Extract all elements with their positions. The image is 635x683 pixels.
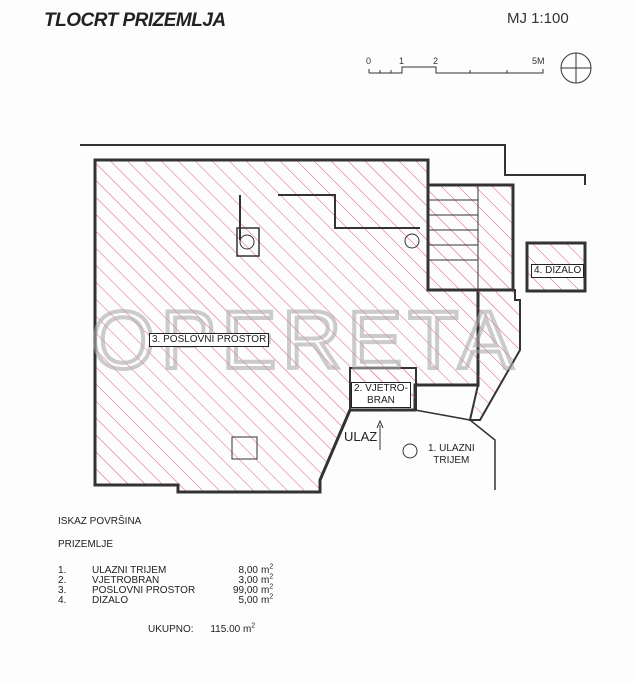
row-num: 3.: [58, 585, 67, 596]
room-label-line: 2. VJETRO-: [354, 383, 408, 394]
scale-label: MJ 1:100: [507, 10, 569, 27]
north-arrow-icon: [560, 52, 592, 84]
room-ulazni-trijem: [414, 409, 496, 490]
row-unit: m2: [261, 583, 274, 596]
area-heading: ISKAZ POVRŠINA: [58, 516, 142, 527]
room-label-line: BRAN: [367, 395, 395, 406]
scale-tick-1: 1: [399, 56, 404, 66]
row-value: 5,00: [238, 595, 258, 606]
room-label-vjetrobran: 2. VJETRO- BRAN: [351, 382, 411, 408]
floor-label: PRIZEMLJE: [58, 539, 114, 550]
row-value: 8,00: [238, 565, 258, 576]
stair-well: [426, 183, 515, 292]
row-name: DIZALO: [92, 595, 129, 606]
row-value: 3,00: [238, 575, 258, 586]
scale-tick-5: 5M: [532, 56, 545, 66]
row-name: ULAZNI TRIJEM: [92, 565, 167, 576]
total-value: 115.00 m2: [210, 622, 256, 635]
scale-bar: [368, 66, 544, 74]
total-label: UKUPNO:: [148, 624, 194, 635]
area-table: ISKAZ POVRŠINA PRIZEMLJE 1. ULAZNI TRIJEM…: [58, 516, 281, 606]
row-value: 99,00: [232, 585, 258, 596]
plan-title: TLOCRT PRIZEMLJA: [44, 10, 226, 31]
room-label-dizalo: 4. DIZALO: [531, 264, 585, 278]
room-label-ulazni-trijem: 1. ULAZNI TRIJEM: [428, 443, 475, 467]
scale-tick-0: 0: [366, 56, 371, 66]
entrance-label: ULAZ: [344, 429, 378, 444]
row-unit: m2: [261, 563, 274, 576]
row-unit: m2: [261, 573, 274, 586]
area-total: UKUPNO: 115.00 m2: [148, 622, 256, 635]
room-label-poslovni-prostor: 3. POSLOVNI PROSTOR: [149, 333, 270, 347]
room-label-line: TRIJEM: [433, 455, 470, 466]
row-unit: m2: [261, 593, 274, 606]
row-num: 4.: [58, 595, 67, 606]
row-num: 2.: [58, 575, 67, 586]
scale-tick-2: 2: [433, 56, 438, 66]
row-name: POSLOVNI PROSTOR: [92, 585, 196, 596]
room-label-line: 1. ULAZNI: [428, 443, 475, 454]
row-name: VJETROBRAN: [92, 575, 160, 586]
row-num: 1.: [58, 565, 67, 576]
